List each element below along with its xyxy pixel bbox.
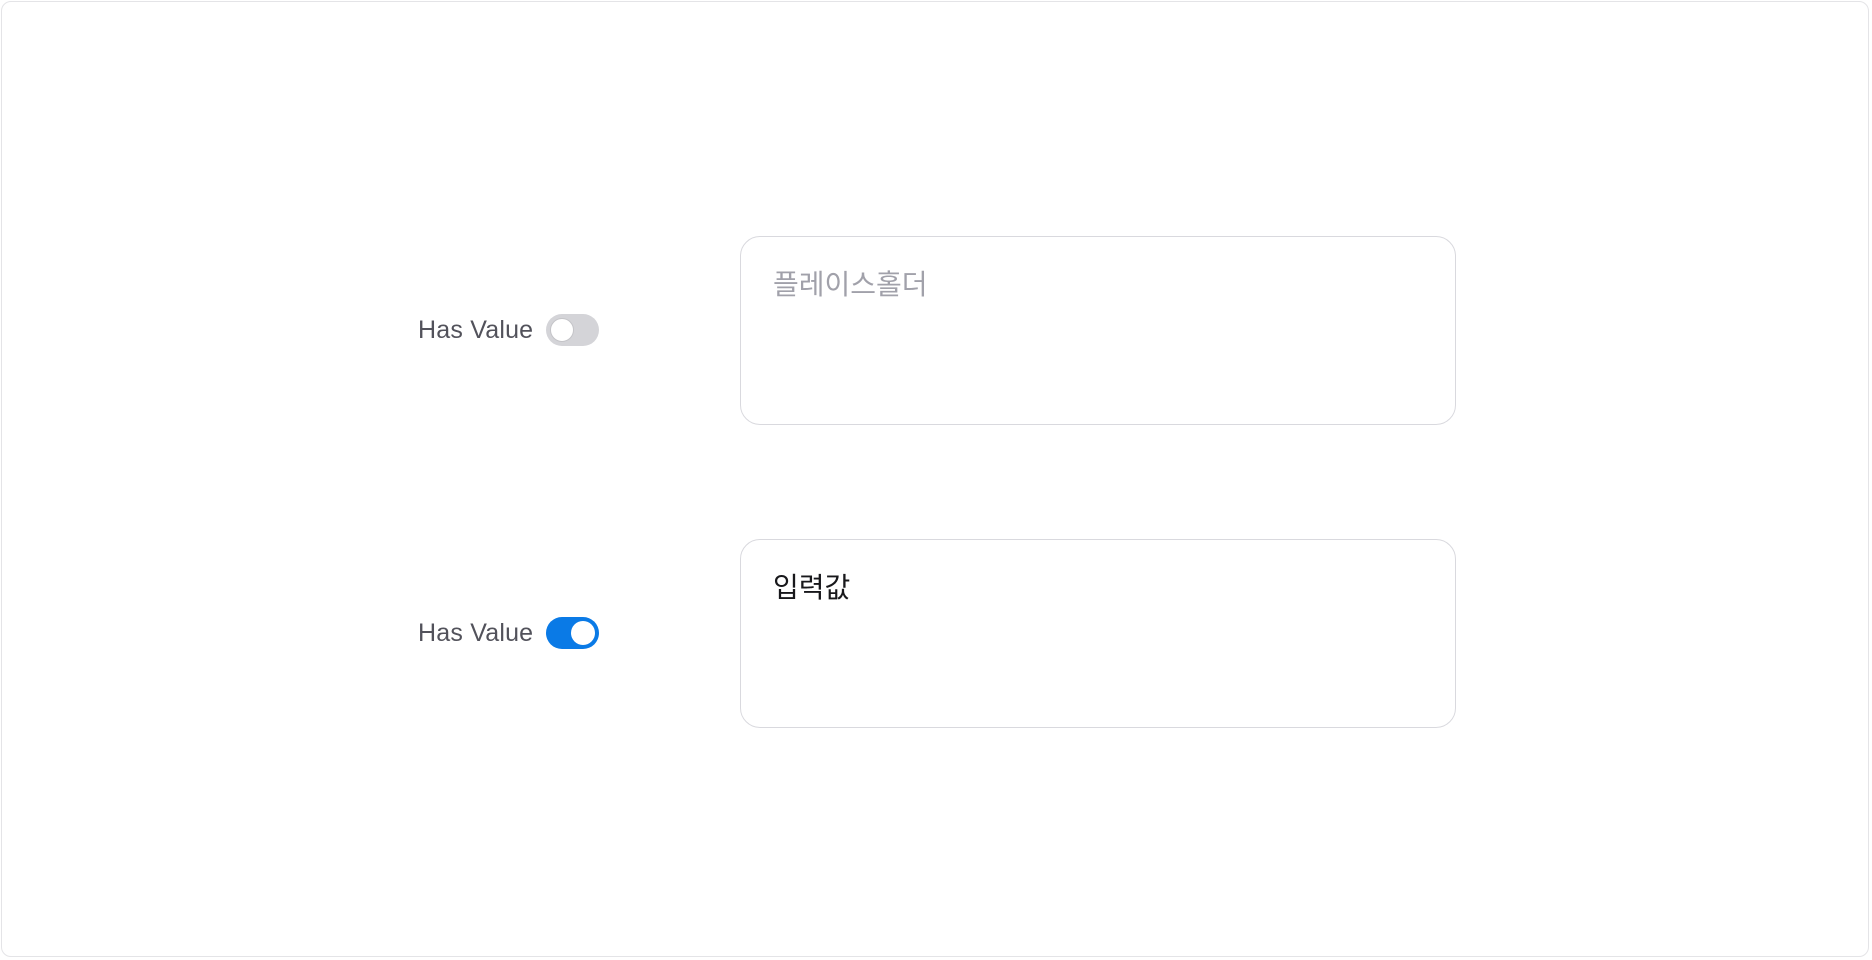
has-value-label: Has Value bbox=[418, 315, 534, 344]
textarea-placeholder: 플레이스홀더 bbox=[773, 268, 928, 301]
has-value-control: Has Value bbox=[418, 313, 600, 347]
has-value-control: Has Value bbox=[418, 616, 600, 650]
has-value-toggle[interactable] bbox=[546, 617, 600, 649]
toggle-thumb bbox=[550, 318, 575, 342]
has-value-toggle[interactable] bbox=[546, 314, 600, 346]
textarea-field[interactable]: 플레이스홀더 bbox=[740, 236, 1456, 425]
toggle-thumb bbox=[571, 621, 596, 645]
textarea-value: 입력값 bbox=[773, 571, 851, 604]
textarea-field[interactable]: 입력값 bbox=[740, 539, 1456, 728]
has-value-label: Has Value bbox=[418, 618, 534, 647]
